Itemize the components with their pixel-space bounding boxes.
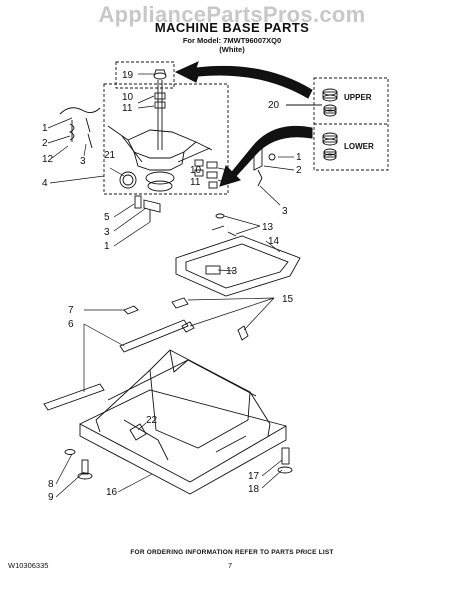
callout-1c: 1: [104, 241, 110, 252]
color-label: (White): [219, 45, 245, 54]
callout-2b: 2: [296, 165, 302, 176]
upper-arrow: [174, 61, 313, 99]
lower-kit-parts: [322, 132, 338, 161]
left-springs: [59, 107, 101, 149]
callout-19: 19: [122, 70, 134, 81]
ordering-note: FOR ORDERING INFORMATION REFER TO PARTS …: [130, 549, 334, 556]
page-title: MACHINE BASE PARTS: [154, 20, 310, 35]
assembly-dashed-box: [103, 83, 229, 195]
callout-3: 3: [80, 156, 86, 167]
callout-5: 5: [104, 212, 110, 223]
arrows: [174, 61, 313, 187]
callout-3b: 3: [282, 206, 288, 217]
callout-10: 10: [122, 92, 134, 103]
callout-3c: 3: [104, 227, 110, 238]
upper-kit-parts: [322, 88, 338, 117]
callout-15: 15: [282, 294, 294, 305]
callout-8: 8: [48, 479, 54, 490]
callout-1b: 1: [296, 152, 302, 163]
callout-20: 20: [268, 100, 280, 111]
callout-17: 17: [248, 471, 260, 482]
lower-label: LOWER: [344, 142, 374, 151]
part-22-bracket: [129, 423, 147, 441]
leader-lines: [47, 73, 295, 498]
top-dashed-box: [115, 61, 175, 89]
callout-13b: 13: [226, 266, 238, 277]
callout-22: 22: [146, 415, 158, 426]
clip-parts: [123, 297, 249, 341]
callout-6: 6: [68, 319, 74, 330]
page-number: 7: [228, 561, 233, 570]
callout-1: 1: [42, 123, 48, 134]
gearcase-assembly: [107, 69, 213, 192]
callout-21: 21: [104, 150, 116, 161]
lower-arrow: [219, 125, 313, 187]
callout-2: 2: [42, 138, 48, 149]
callout-10b: 10: [190, 165, 202, 176]
callout-4: 4: [42, 178, 48, 189]
callout-18: 18: [248, 484, 260, 495]
callout-11b: 11: [190, 177, 201, 188]
shield-part: [175, 213, 301, 297]
callout-7: 7: [68, 305, 74, 316]
watermark: AppliancePartsPros.com: [98, 2, 366, 27]
callout-9: 9: [48, 492, 54, 503]
callout-12: 12: [42, 154, 54, 165]
model-label: For Model: 7MWT96007XQ0: [182, 36, 282, 45]
rail-parts: [43, 319, 189, 411]
small-parts-right: [194, 147, 276, 189]
bracket-parts: [134, 195, 161, 222]
leveling-feet: [64, 447, 293, 480]
callout-numbers: 19 10 11 1 2 12 3 21 4 10 11 1 2 3 5 3 1…: [42, 70, 302, 503]
upper-label: UPPER: [344, 93, 372, 102]
callout-14: 14: [268, 236, 280, 247]
callout-11: 11: [122, 103, 133, 114]
callout-13: 13: [262, 222, 274, 233]
callout-16: 16: [106, 487, 118, 498]
document-id: W10306335: [8, 561, 49, 570]
